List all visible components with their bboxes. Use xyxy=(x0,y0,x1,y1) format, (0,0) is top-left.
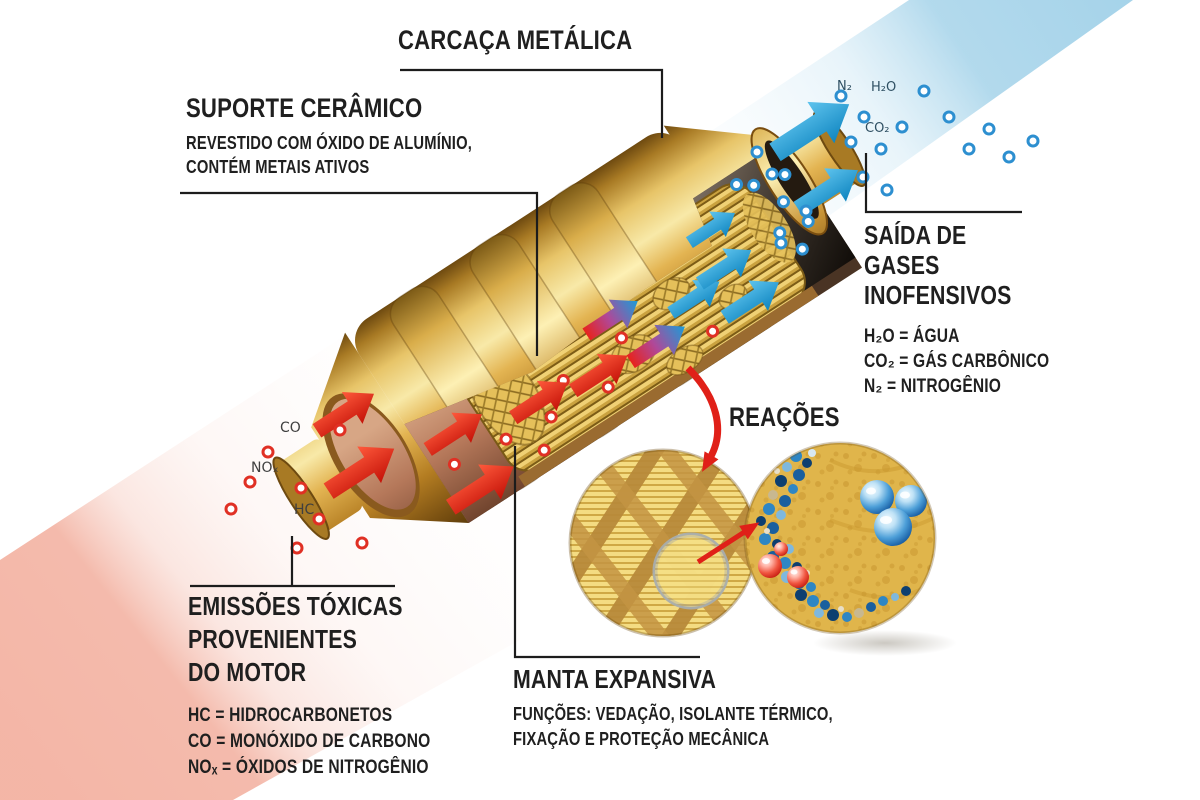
reaction-inset xyxy=(743,441,937,635)
label-emissoes-title-2: PROVENIENTES xyxy=(188,624,358,654)
label-emissoes-legend-co: CO = MONÓXIDO DE CARBONO xyxy=(188,731,431,752)
label-saida-title-2: GASES xyxy=(864,250,940,280)
molecule-label-nox: NOₓ xyxy=(251,460,279,476)
label-reacoes: REAÇÕES xyxy=(729,402,840,432)
label-saida-title-1: SAÍDA DE xyxy=(864,220,967,250)
leader-saida xyxy=(864,153,1022,214)
clean-gas-molecule-spheres xyxy=(860,480,927,546)
inset-link-arrow xyxy=(696,522,760,565)
molecule-label-n2: N₂ xyxy=(837,79,852,94)
label-carcaca-metalica: CARCAÇA METÁLICA xyxy=(398,25,633,55)
label-saida-legend-n2: N₂ = NITROGÊNIO xyxy=(864,376,1002,397)
toxic-band-dots xyxy=(224,423,369,555)
inlet-pipe xyxy=(278,439,363,533)
label-emissoes-title-3: DO MOTOR xyxy=(188,657,307,687)
leader-lines xyxy=(180,68,1022,659)
inset-shadow xyxy=(813,630,957,656)
label-emissoes-title-1: EMISSÕES TÓXICAS xyxy=(188,591,403,621)
leader-carcaca xyxy=(400,68,664,138)
leader-manta xyxy=(513,446,700,659)
molecule-label-hc: HC xyxy=(294,502,315,518)
label-manta-desc-2: FIXAÇÃO E PROTEÇÃO MECÂNICA xyxy=(513,729,770,749)
label-emissoes-legend-nox: NOₓ = ÓXIDOS DE NITROGÊNIO xyxy=(188,757,429,778)
label-manta-expansiva: MANTA EXPANSIVA xyxy=(513,664,717,694)
reaction-pointer-arrows xyxy=(685,365,760,565)
reactions-curved-arrow xyxy=(685,365,722,472)
label-suporte-ceramico: SUPORTE CERÂMICO xyxy=(186,93,423,123)
molecule-label-co2: CO₂ xyxy=(865,121,890,136)
molecule-label-co: CO xyxy=(280,420,301,436)
label-emissoes-legend-hc: HC = HIDROCARBONETOS xyxy=(188,705,393,726)
leader-suporte xyxy=(180,191,539,356)
shell-wall-edge xyxy=(518,285,819,487)
interior-clean-dots xyxy=(730,168,815,256)
label-saida-legend-co2: CO₂ = GÁS CARBÔNICO xyxy=(864,351,1050,372)
label-saida-title-3: INOFENSIVOS xyxy=(864,280,1012,310)
label-suporte-desc-2: CONTÉM METAIS ATIVOS xyxy=(186,157,370,177)
toxic-gas-molecule-spheres xyxy=(758,542,809,588)
label-saida-legend-h2o: H₂O = ÁGUA xyxy=(864,326,960,347)
molecule-label-h2o: H₂O xyxy=(871,80,897,95)
clean-band-dots xyxy=(750,84,1040,250)
leader-emissoes xyxy=(190,536,395,588)
label-manta-desc-1: FUNÇÕES: VEDAÇÃO, ISOLANTE TÉRMICO, xyxy=(513,704,833,724)
label-suporte-desc-1: REVESTIDO COM ÓXIDO DE ALUMÍNIO, xyxy=(186,133,472,153)
converter-assembly xyxy=(272,83,869,540)
